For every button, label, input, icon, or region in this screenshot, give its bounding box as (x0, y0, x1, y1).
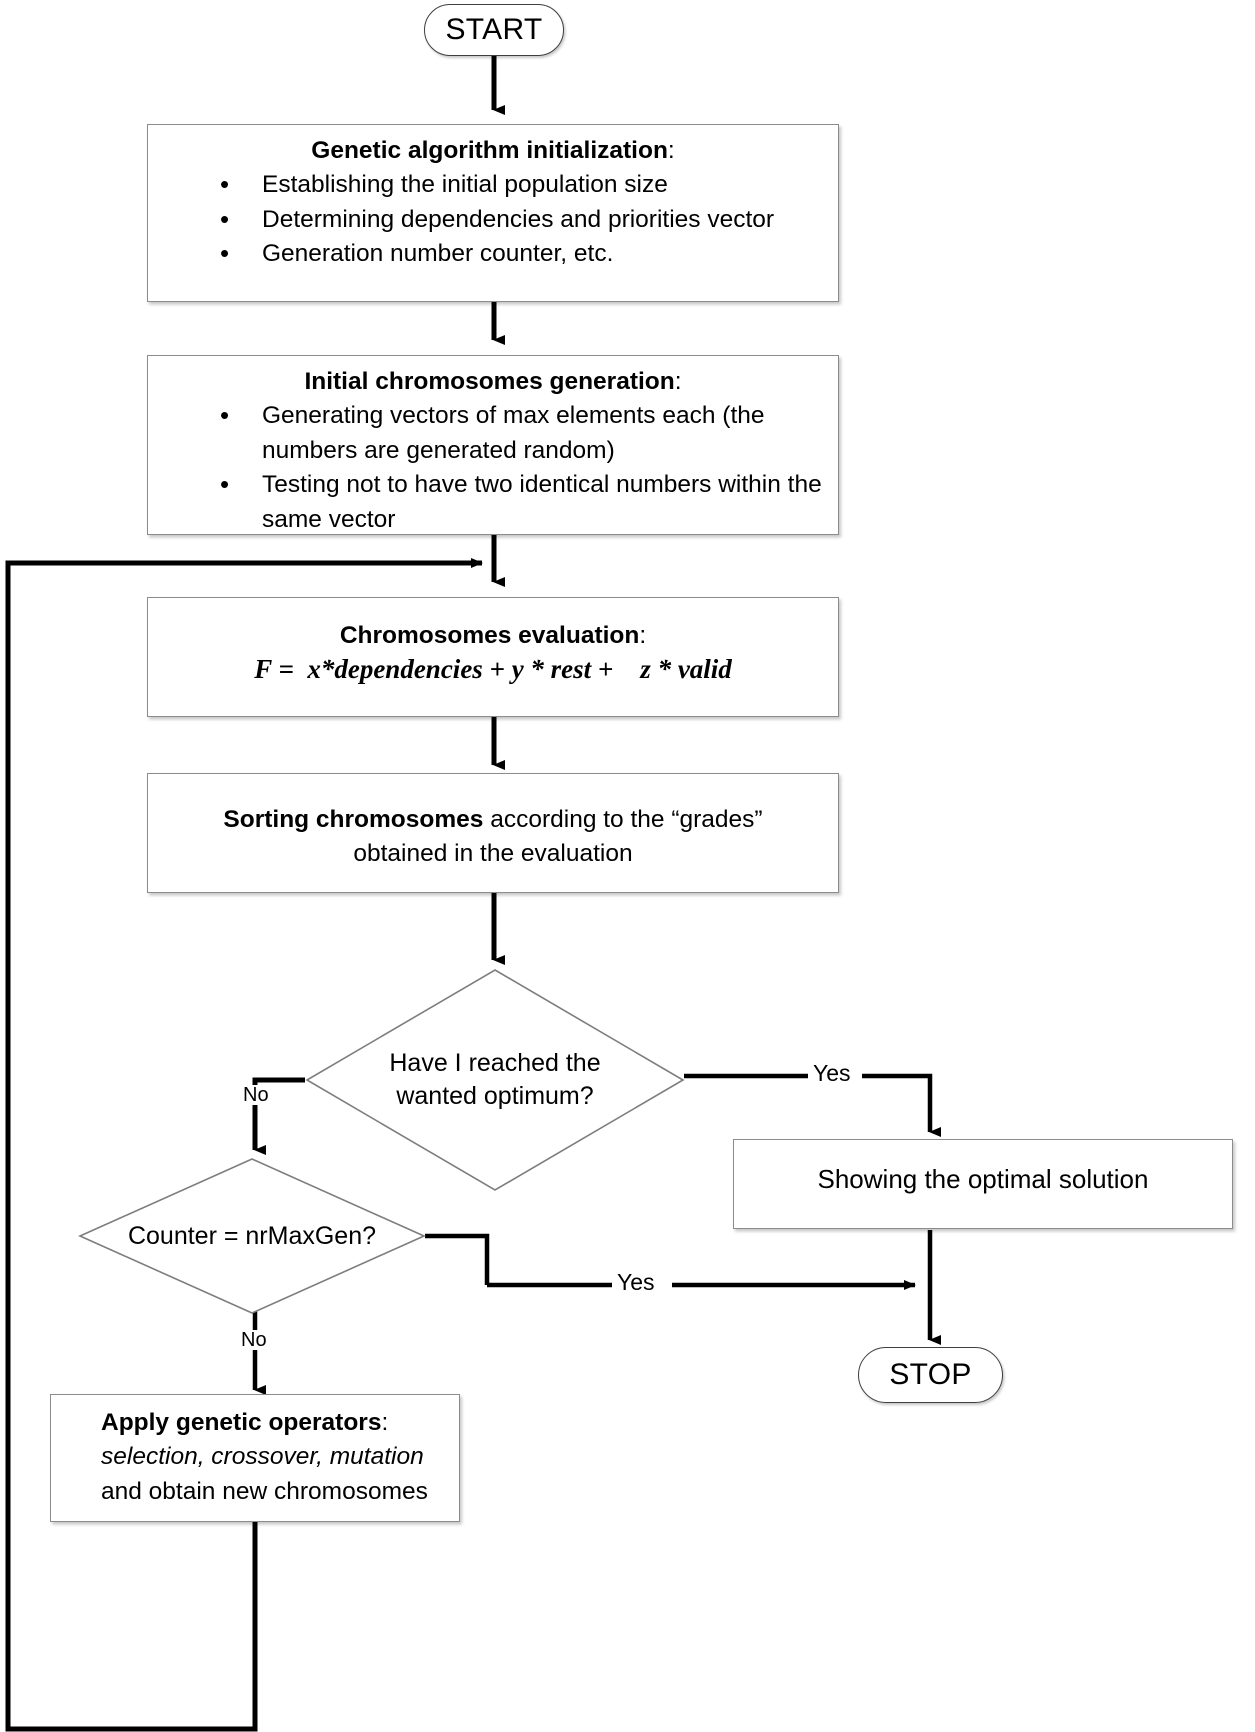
node-start-label: START (445, 13, 543, 46)
operators-line2: selection, crossover, mutation (101, 1443, 424, 1471)
sorting-line1: Sorting chromosomes according to the “gr… (223, 806, 763, 833)
decision-optimum-line1: Have I reached the (389, 1049, 601, 1077)
node-stop: STOP (858, 1347, 1003, 1403)
node-decision-counter: Counter = nrMaxGen? (78, 1157, 426, 1315)
sorting-line2: obtained in the evaluation (353, 839, 633, 867)
generation-bullet-list: Generating vectors of max elements each … (160, 397, 826, 538)
evaluation-formula: F = x*dependencies + y * rest + z * vali… (254, 653, 732, 684)
edge-label-optimum-yes: Yes (810, 1062, 854, 1085)
node-sorting-chromosomes: Sorting chromosomes according to the “gr… (147, 773, 839, 893)
operators-line3: and obtain new chromosomes (101, 1477, 428, 1505)
node-showing-optimal-solution: Showing the optimal solution (733, 1139, 1233, 1229)
decision-counter-shape (78, 1158, 426, 1314)
evaluation-title: Chromosomes evaluation: (339, 622, 647, 649)
node-genetic-algorithm-initialization: Genetic algorithm initialization: Establ… (147, 124, 839, 302)
node-start: START (424, 4, 564, 56)
edge-optimum-yes-right (862, 1073, 941, 1137)
list-item: Determining dependencies and priorities … (210, 201, 826, 238)
node-apply-genetic-operators: Apply genetic operators: selection, cros… (50, 1394, 460, 1522)
init-bullet-list: Establishing the initial population size… (160, 166, 826, 272)
decision-optimum-line2: wanted optimum? (396, 1082, 594, 1110)
node-chromosomes-evaluation: Chromosomes evaluation: F = x*dependenci… (147, 597, 839, 717)
generation-title: Initial chromosomes generation: (304, 368, 682, 395)
node-stop-label: STOP (889, 1358, 972, 1391)
node-initial-chromosomes-generation: Initial chromosomes generation: Generati… (147, 355, 839, 535)
operators-title: Apply genetic operators: (101, 1409, 389, 1436)
list-item: Generating vectors of max elements each … (210, 397, 826, 469)
edge-label-counter-no: No (238, 1330, 270, 1350)
edge-label-optimum-no: No (240, 1085, 272, 1105)
show-solution-text: Showing the optimal solution (817, 1164, 1149, 1194)
node-decision-wanted-optimum: Have I reached the wanted optimum? (305, 968, 685, 1192)
list-item: Testing not to have two identical number… (210, 466, 826, 538)
edge-label-counter-yes: Yes (614, 1271, 658, 1294)
init-title: Genetic algorithm initialization: (311, 137, 675, 164)
decision-optimum-shape (305, 969, 685, 1191)
edge-counter-yes-step (425, 1233, 490, 1285)
list-item: Generation number counter, etc. (210, 235, 826, 272)
list-item: Establishing the initial population size (210, 166, 826, 203)
decision-optimum-label: Have I reached the wanted optimum? (305, 968, 685, 1192)
decision-counter-label: Counter = nrMaxGen? (127, 1221, 377, 1250)
